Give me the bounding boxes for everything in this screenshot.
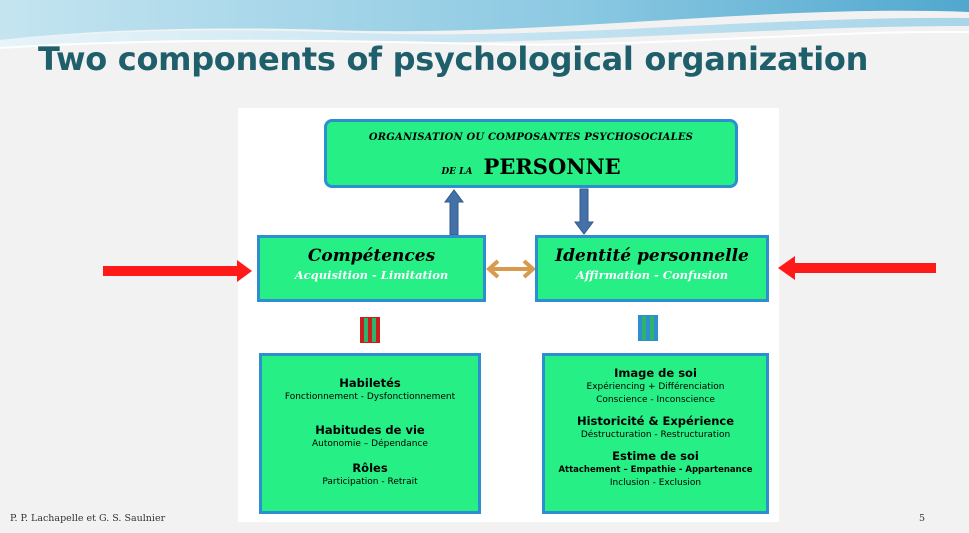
identite-details-box: Image de soi Expériencing + Différenciat… <box>542 353 769 514</box>
up-arrow <box>444 189 464 236</box>
identite-title: Identité personnelle <box>555 246 749 266</box>
double-arrow <box>486 259 536 279</box>
footer-author: P. P. Lachapelle et G. S. Saulnier <box>10 513 166 524</box>
identite-subtitle: Affirmation - Confusion <box>575 268 729 282</box>
left-input-arrow <box>103 260 252 282</box>
down-arrow <box>574 188 594 235</box>
person-box-main: PERSONNE <box>483 154 621 179</box>
slide-title: Two components of psychological organiza… <box>38 40 869 78</box>
estime-de-soi-title: Estime de soi <box>612 449 699 463</box>
competences-details-box: Habiletés Fonctionnement - Dysfonctionne… <box>259 353 481 514</box>
competences-subtitle: Acquisition - Limitation <box>294 268 449 282</box>
habitudes-title: Habitudes de vie <box>315 423 425 437</box>
left-equal-sign <box>360 317 380 343</box>
competences-title: Compétences <box>307 246 436 266</box>
image-de-soi-text-1: Expériencing + Différenciation <box>586 382 725 392</box>
roles-title: Rôles <box>352 461 388 475</box>
habiletes-title: Habiletés <box>339 376 401 390</box>
person-box-prefix: DE LA <box>441 167 473 177</box>
roles-text: Participation - Retrait <box>322 477 418 487</box>
image-de-soi-text-2: Conscience - Inconscience <box>596 395 715 405</box>
header-swoosh-decoration <box>0 0 969 50</box>
historicite-title: Historicité & Expérience <box>576 414 735 428</box>
page-number: 5 <box>919 513 926 524</box>
image-de-soi-title: Image de soi <box>614 366 697 380</box>
person-box: ORGANISATION OU COMPOSANTES PSYCHOSOCIAL… <box>324 119 738 188</box>
identite-box: Identité personnelle Affirmation - Confu… <box>535 235 769 302</box>
habitudes-text: Autonomie – Dépendance <box>312 439 428 449</box>
right-equal-sign <box>638 315 658 341</box>
estime-de-soi-text-1: Attachement – Empathie - Appartenance <box>558 465 753 475</box>
diagram-panel: ORGANISATION OU COMPOSANTES PSYCHOSOCIAL… <box>238 108 779 522</box>
historicite-text: Déstructuration - Restructuration <box>580 430 731 440</box>
competences-box: Compétences Acquisition - Limitation <box>257 235 486 302</box>
person-box-heading: ORGANISATION OU COMPOSANTES PSYCHOSOCIAL… <box>368 132 694 143</box>
estime-de-soi-text-2: Inclusion - Exclusion <box>609 478 702 488</box>
habiletes-text: Fonctionnement - Dysfonctionnement <box>284 392 456 402</box>
right-input-arrow <box>778 256 936 280</box>
